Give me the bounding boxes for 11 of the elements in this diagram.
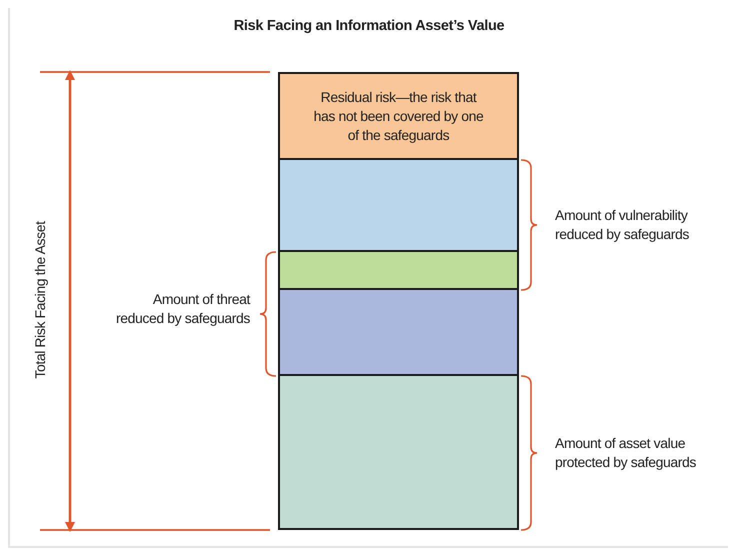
empty-layer-block <box>278 158 519 252</box>
block-text: Residual risk—the risk that has not been covered by one of the safeguards <box>312 88 484 144</box>
bracket-label: Amount of asset value protected by safeguards <box>555 434 698 472</box>
bracket-label: Amount of threat reduced by safeguards <box>114 290 250 328</box>
bracket-label: Amount of vulnerability reduced by safeguards <box>555 206 690 244</box>
empty-layer-block <box>278 250 519 290</box>
dimension-label: Total Risk Facing the Asset <box>32 221 48 379</box>
layer-block <box>278 72 519 160</box>
diagram-title: Risk Facing an Information Asset’s Value <box>232 18 506 34</box>
empty-layer-block <box>278 374 519 530</box>
empty-layer-block <box>278 288 519 376</box>
